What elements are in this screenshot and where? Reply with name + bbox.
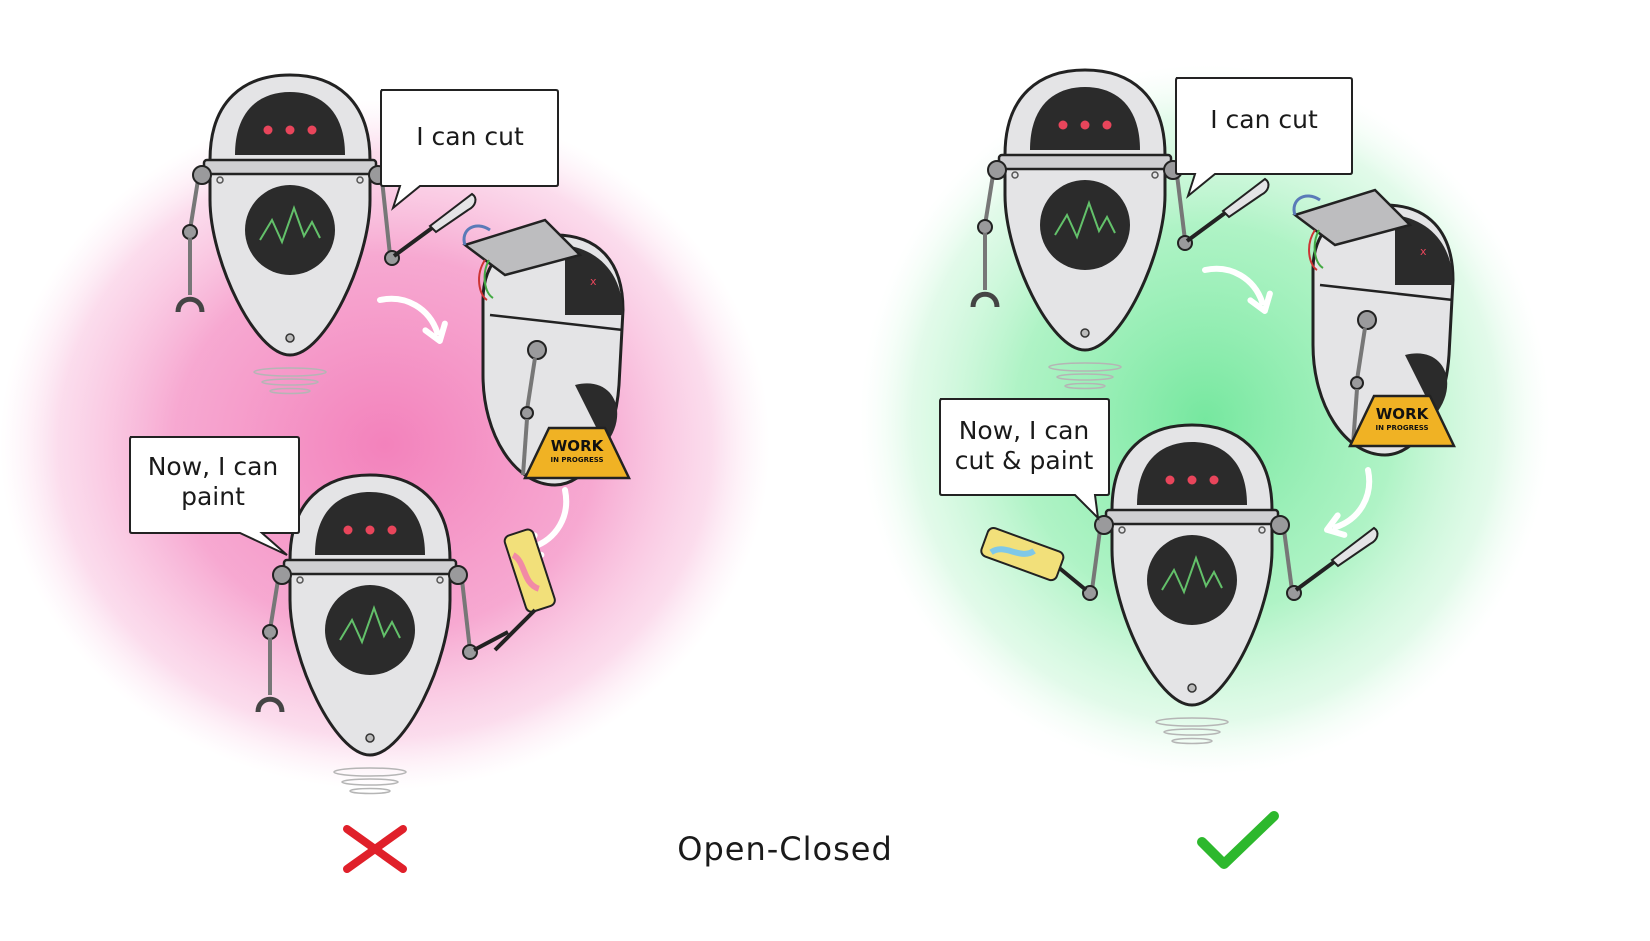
panel-good: WORK IN PROGRESS I can cut Now, I ca: [860, 65, 1550, 869]
cross-icon: [343, 825, 407, 873]
sign-subtitle: IN PROGRESS: [550, 456, 603, 464]
speech-bubble-cut: I can cut: [1175, 77, 1353, 199]
speech-bubble-cut-and-paint: Now, I can cut & paint: [939, 398, 1110, 521]
work-in-progress-sign: WORK IN PROGRESS: [1348, 394, 1456, 448]
sign-subtitle: IN PROGRESS: [1375, 424, 1428, 432]
robot-cutter: [178, 73, 478, 395]
bubble-text: I can cut: [416, 122, 524, 151]
bubble-text-line1: Now, I can: [959, 416, 1090, 445]
robot-cutter-painter: [1050, 423, 1380, 745]
paint-roller-icon: [980, 526, 1065, 582]
sign-title: WORK: [551, 437, 605, 455]
check-icon: [1197, 811, 1279, 869]
bubble-text-line2: paint: [181, 482, 245, 511]
diagram-caption: Open-Closed: [677, 830, 893, 868]
panel-bad: WORK IN PROGRESS I can cut Now, I can pa…: [0, 73, 770, 873]
bubble-text: I can cut: [1210, 105, 1318, 134]
work-in-progress-sign: WORK IN PROGRESS: [523, 426, 631, 480]
speech-bubble-paint: Now, I can paint: [129, 436, 300, 556]
bubble-text-line2: cut & paint: [955, 446, 1094, 475]
sign-title: WORK: [1376, 405, 1430, 423]
robot-painter: [258, 473, 509, 795]
bubble-text-line1: Now, I can: [148, 452, 279, 481]
speech-bubble-cut: I can cut: [380, 89, 559, 211]
robot-cutter: [973, 68, 1271, 390]
